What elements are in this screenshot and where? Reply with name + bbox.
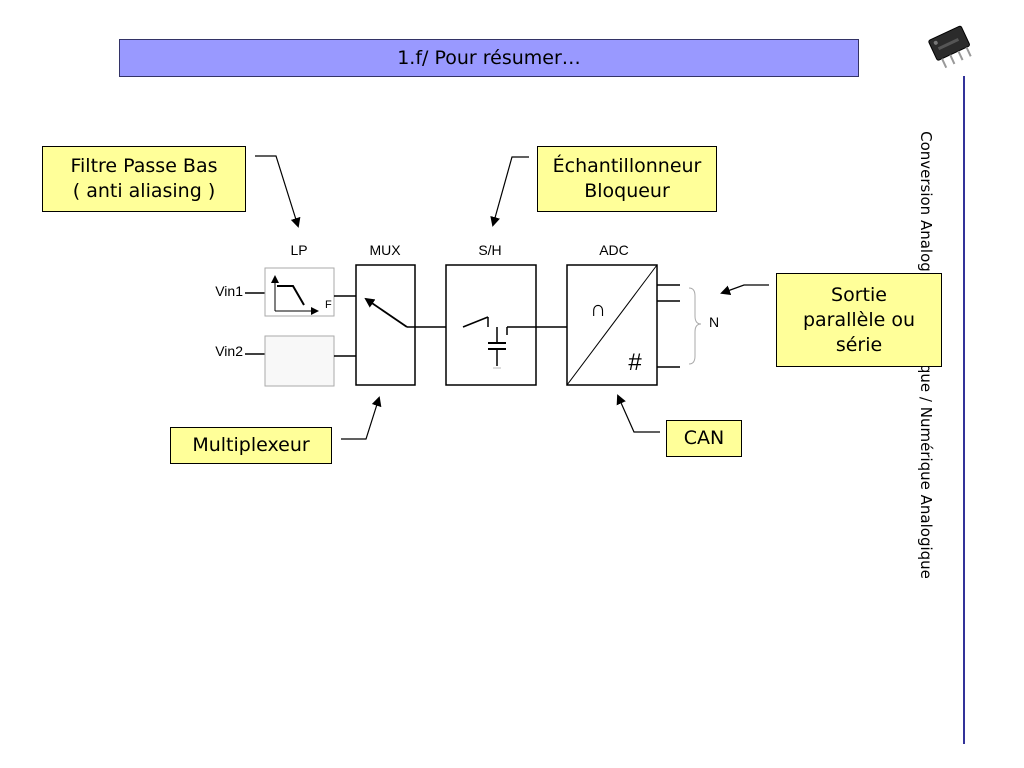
- adc-digital-symbol: #: [628, 349, 642, 376]
- chip-icon: [928, 25, 972, 69]
- side-rule: [963, 76, 965, 744]
- callout-output: Sortie parallèle ou série: [776, 273, 942, 367]
- callout-sample-hold-line2: Bloqueur: [584, 180, 670, 202]
- capacitor-icon: [488, 327, 506, 369]
- pointer-multiplexer: [341, 396, 382, 440]
- label-vin2: Vin2: [215, 343, 243, 359]
- filter-axis-label: F: [325, 299, 332, 311]
- callout-multiplexer: Multiplexeur: [170, 427, 332, 464]
- bus-width-label: N: [709, 314, 719, 330]
- pointer-output: [720, 284, 769, 295]
- lowpass-response-icon: F: [271, 275, 332, 315]
- pointer-can: [616, 394, 660, 433]
- callout-can: CAN: [666, 420, 742, 457]
- mux-block: [355, 264, 416, 386]
- callout-lowpass-line2: ( anti aliasing ): [72, 180, 216, 202]
- callout-sample-hold: Échantillonneur Bloqueur: [537, 146, 717, 212]
- label-lp: LP: [290, 242, 307, 258]
- label-mux: MUX: [369, 242, 401, 258]
- callout-mux-line1: Multiplexeur: [192, 434, 310, 456]
- mux-switch-arm: [364, 297, 408, 328]
- pointer-sample-hold: [490, 156, 529, 227]
- sample-hold-block: [445, 264, 537, 386]
- pointer-lowpass: [255, 155, 301, 228]
- label-sh: S/H: [478, 242, 501, 258]
- adc-diagonal: [566, 264, 658, 386]
- callout-sample-hold-line1: Échantillonneur: [552, 155, 702, 177]
- adc-analog-symbol: ∩: [590, 296, 606, 321]
- callout-lowpass-line1: Filtre Passe Bas: [70, 155, 218, 177]
- callout-lowpass-filter: Filtre Passe Bas ( anti aliasing ): [42, 146, 246, 212]
- label-adc: ADC: [599, 242, 629, 258]
- output-brace: [688, 287, 702, 365]
- callout-output-line2: parallèle ou: [802, 308, 916, 331]
- lowpass-filter-block-2: [264, 335, 335, 387]
- callout-output-line1: Sortie: [831, 283, 887, 306]
- slide-title: 1.f/ Pour résumer…: [119, 39, 859, 77]
- callout-can-line1: CAN: [683, 427, 725, 449]
- sample-switch-icon: [462, 316, 536, 335]
- callout-output-line3: série: [835, 333, 883, 356]
- label-vin1: Vin1: [215, 283, 243, 299]
